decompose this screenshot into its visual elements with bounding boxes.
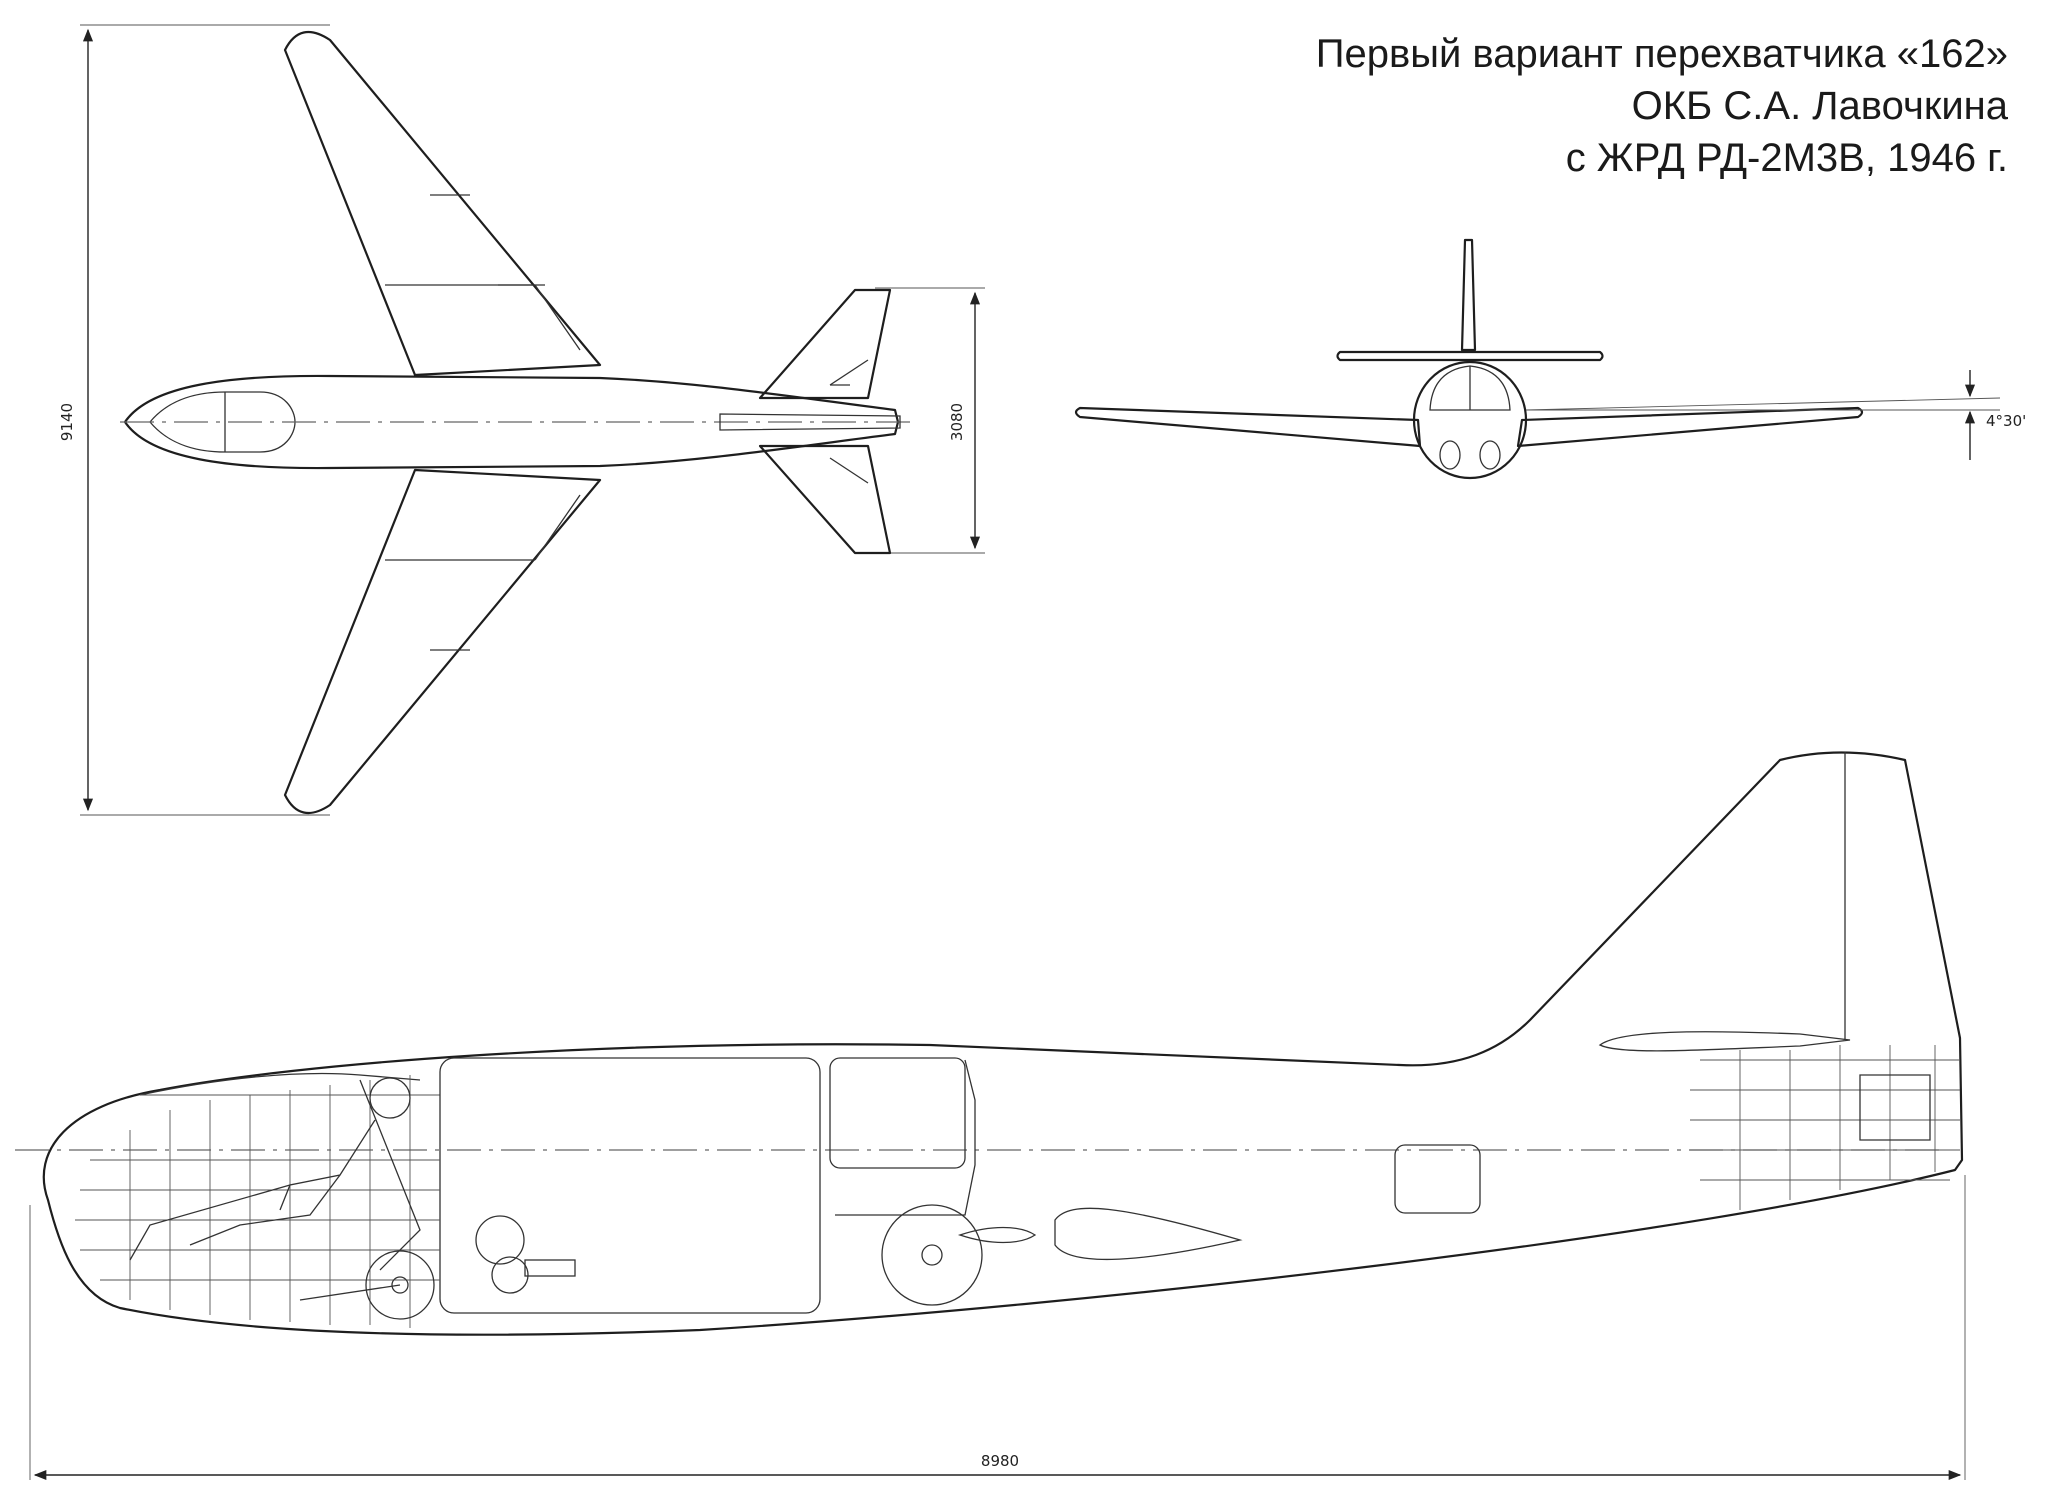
dihedral-dimension: 4°30' bbox=[1525, 370, 2026, 460]
front-left-wing bbox=[1074, 406, 1422, 448]
main-gear bbox=[881, 1204, 1037, 1306]
front-fuselage bbox=[1412, 360, 1528, 480]
fuel-tank bbox=[439, 1057, 821, 1314]
length-label: 8980 bbox=[981, 1452, 1019, 1470]
fuselage-side bbox=[42, 751, 1964, 1336]
fuel-pump-unit bbox=[475, 1215, 576, 1294]
front-right-wing bbox=[1516, 406, 1864, 448]
lower-stabilizer bbox=[758, 444, 892, 555]
lower-wing bbox=[283, 468, 602, 815]
upper-wing bbox=[283, 30, 602, 377]
access-hatch bbox=[1394, 1144, 1481, 1214]
upper-stabilizer bbox=[758, 288, 892, 400]
tail-structure bbox=[1690, 1045, 1960, 1210]
aux-tank bbox=[829, 1057, 966, 1169]
tail-span-dimension: 3080 bbox=[875, 287, 985, 554]
title-block: Первый вариант перехватчика «162» ОКБ С.… bbox=[1316, 28, 2008, 184]
dihedral-label: 4°30' bbox=[1986, 412, 2026, 430]
front-fin bbox=[1460, 238, 1477, 352]
tail-span-label: 3080 bbox=[948, 403, 966, 441]
front-view: 4°30' bbox=[1074, 238, 2026, 480]
plan-view: 9140 3080 bbox=[58, 24, 985, 816]
nose-gear bbox=[299, 1250, 435, 1320]
side-view: 8980 bbox=[15, 751, 1966, 1481]
cockpit-structure bbox=[75, 1075, 440, 1328]
title-line-2: ОКБ С.А. Лавочкина bbox=[1631, 84, 2008, 128]
side-stabilizer bbox=[1598, 1031, 1851, 1052]
pilot-figure bbox=[129, 1077, 421, 1271]
wingspan-label: 9140 bbox=[58, 403, 76, 441]
length-dimension: 8980 bbox=[29, 1175, 1966, 1481]
title-line-3: с ЖРД РД-2М3В, 1946 г. bbox=[1565, 136, 2008, 180]
front-stabilizer bbox=[1336, 350, 1604, 362]
wingspan-dimension: 9140 bbox=[58, 24, 330, 816]
side-canopy bbox=[139, 1072, 421, 1096]
title-line-1: Первый вариант перехватчика «162» bbox=[1315, 32, 2008, 76]
